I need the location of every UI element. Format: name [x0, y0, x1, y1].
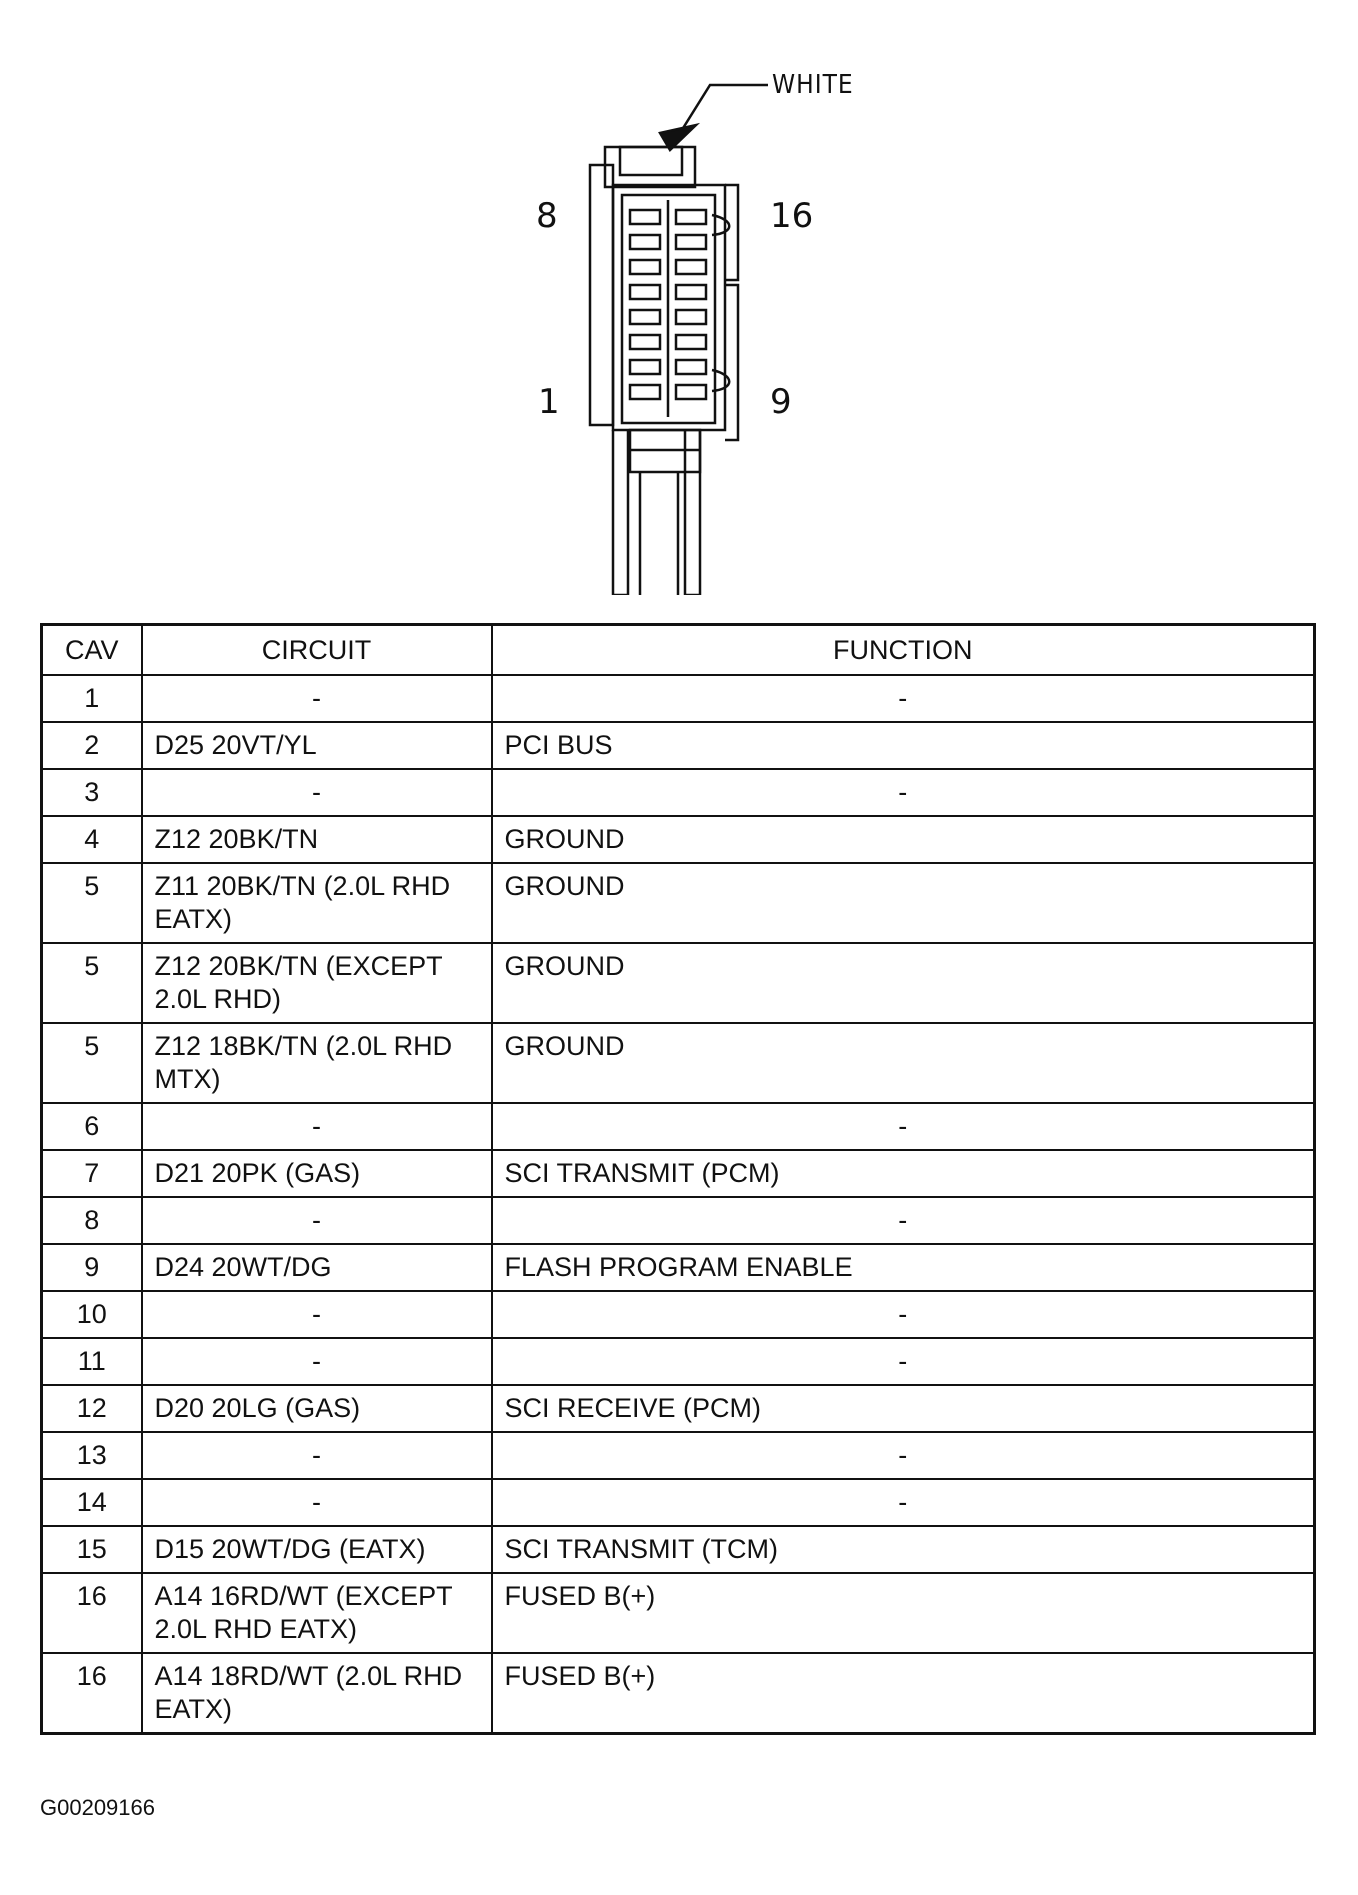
function-cell: - — [490, 1290, 1316, 1339]
function-cell: SCI RECEIVE (PCM) — [490, 1384, 1316, 1433]
circuit-cell: - — [140, 1431, 493, 1480]
function-cell: SCI TRANSMIT (PCM) — [490, 1149, 1316, 1198]
connector-right-shell — [725, 183, 740, 282]
function-cell: - — [490, 1478, 1316, 1527]
pin-label-8: 8 — [536, 196, 558, 236]
circuit-cell: Z12 20BK/TN (EXCEPT 2.0L RHD) — [140, 942, 493, 1024]
cav-cell: 9 — [40, 1243, 143, 1292]
circuit-cell: - — [140, 1290, 493, 1339]
circuit-cell: Z12 18BK/TN (2.0L RHD MTX) — [140, 1022, 493, 1104]
circuit-cell: A14 18RD/WT (2.0L RHD EATX) — [140, 1652, 493, 1735]
white-callout-label: WHITE — [772, 70, 854, 100]
cav-cell: 12 — [40, 1384, 143, 1433]
circuit-cell: - — [140, 1196, 493, 1245]
cav-cell: 16 — [40, 1652, 143, 1735]
function-cell: GROUND — [490, 1022, 1316, 1104]
function-cell: - — [490, 1337, 1316, 1386]
cav-cell: 7 — [40, 1149, 143, 1198]
circuit-cell: D25 20VT/YL — [140, 721, 493, 770]
connector-left-leg — [611, 430, 630, 595]
function-cell: - — [490, 1196, 1316, 1245]
circuit-cell: - — [140, 1102, 493, 1151]
cav-cell: 11 — [40, 1337, 143, 1386]
function-cell: FLASH PROGRAM ENABLE — [490, 1243, 1316, 1292]
header-function: FUNCTION — [490, 623, 1316, 676]
cav-cell: 5 — [40, 862, 143, 944]
pin-label-9: 9 — [770, 382, 792, 422]
table-row: 3-- — [40, 768, 1316, 817]
function-cell: - — [490, 768, 1316, 817]
table-row: 6-- — [40, 1102, 1316, 1151]
cav-cell: 5 — [40, 942, 143, 1024]
callout-arrow — [658, 122, 701, 152]
circuit-cell: - — [140, 1478, 493, 1527]
header-circuit: CIRCUIT — [140, 623, 493, 676]
function-cell: FUSED B(+) — [490, 1572, 1316, 1654]
cav-cell: 3 — [40, 768, 143, 817]
cav-cell: 10 — [40, 1290, 143, 1339]
function-cell: - — [490, 1431, 1316, 1480]
pin-label-16: 16 — [770, 196, 814, 236]
cav-cell: 14 — [40, 1478, 143, 1527]
connector-face-diagram — [588, 83, 768, 595]
header-cav: CAV — [40, 623, 143, 676]
connector-left-shell — [588, 163, 615, 427]
table-row: 8-- — [40, 1196, 1316, 1245]
cav-cell: 8 — [40, 1196, 143, 1245]
connector-right-leg — [683, 430, 702, 595]
table-row: 11-- — [40, 1337, 1316, 1386]
table-row: 13-- — [40, 1431, 1316, 1480]
connector-body — [611, 183, 727, 432]
function-cell: FUSED B(+) — [490, 1652, 1316, 1735]
right-pin-cavities — [674, 208, 708, 401]
cav-cell: 15 — [40, 1525, 143, 1574]
circuit-cell: Z12 20BK/TN — [140, 815, 493, 864]
cav-cell: 1 — [40, 674, 143, 723]
table-header-row: CAV CIRCUIT FUNCTION — [40, 623, 1316, 676]
figure-id: G00209166 — [40, 1795, 155, 1820]
function-cell: - — [490, 1102, 1316, 1151]
cav-cell: 2 — [40, 721, 143, 770]
function-cell: PCI BUS — [490, 721, 1316, 770]
circuit-cell: A14 16RD/WT (EXCEPT 2.0L RHD EATX) — [140, 1572, 493, 1654]
cav-cell: 5 — [40, 1022, 143, 1104]
table-row: 14-- — [40, 1478, 1316, 1527]
table-row: 10-- — [40, 1290, 1316, 1339]
function-cell: GROUND — [490, 862, 1316, 944]
cav-cell: 13 — [40, 1431, 143, 1480]
circuit-cell: - — [140, 768, 493, 817]
function-cell: GROUND — [490, 942, 1316, 1024]
function-cell: GROUND — [490, 815, 1316, 864]
circuit-cell: Z11 20BK/TN (2.0L RHD EATX) — [140, 862, 493, 944]
cav-cell: 16 — [40, 1572, 143, 1654]
circuit-cell: D15 20WT/DG (EATX) — [140, 1525, 493, 1574]
circuit-cell: D20 20LG (GAS) — [140, 1384, 493, 1433]
circuit-cell: - — [140, 674, 493, 723]
callout-leader-line — [678, 83, 768, 134]
table-row: 1-- — [40, 674, 1316, 723]
cav-cell: 6 — [40, 1102, 143, 1151]
pin-label-1: 1 — [538, 382, 560, 422]
cav-cell: 4 — [40, 815, 143, 864]
circuit-cell: D21 20PK (GAS) — [140, 1149, 493, 1198]
function-cell: SCI TRANSMIT (TCM) — [490, 1525, 1316, 1574]
circuit-cell: - — [140, 1337, 493, 1386]
circuit-cell: D24 20WT/DG — [140, 1243, 493, 1292]
left-pin-cavities — [628, 208, 662, 401]
function-cell: - — [490, 674, 1316, 723]
